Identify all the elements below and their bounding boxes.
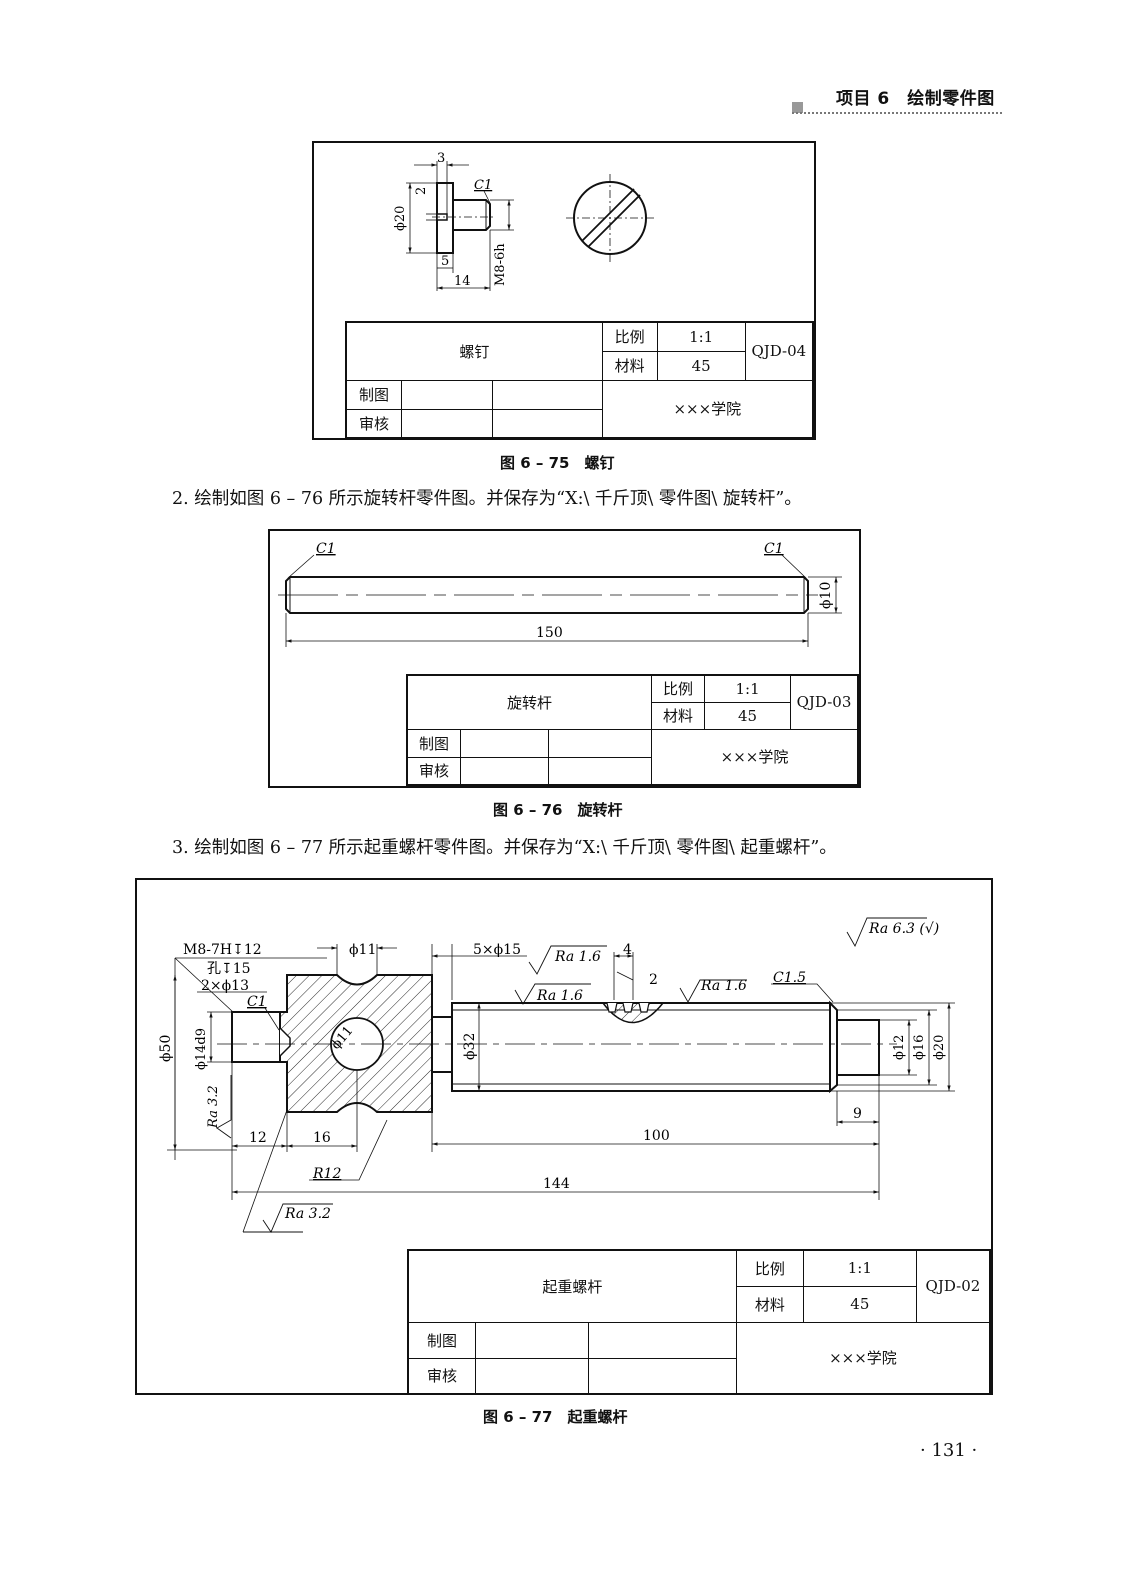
title-block-screw: 螺钉 比例 1:1 QJD-04 材料 45 制图 ×××学院 审核 xyxy=(345,321,814,439)
svg-text:R12: R12 xyxy=(312,1166,341,1182)
svg-text:Ra 1.6: Ra 1.6 xyxy=(536,988,583,1004)
title-block-lifting-screw: 起重螺杆 比例 1:1 QJD-02 材料 45 制图 ×××学院 审核 xyxy=(407,1249,991,1395)
svg-text:C1: C1 xyxy=(764,541,784,557)
dim-3: 3 xyxy=(437,151,445,166)
svg-text:ϕ11: ϕ11 xyxy=(349,942,376,958)
task-2: 2. 绘制如图 6 – 76 所示旋转杆零件图。并保存为“X:\ 千斤顶\ 零件… xyxy=(172,489,802,509)
svg-text:Ra 1.6: Ra 1.6 xyxy=(554,949,601,965)
organization: ×××学院 xyxy=(601,379,814,439)
caption-6-76: 图 6 – 76 旋转杆 xyxy=(493,801,623,819)
figure-screw: 3 ϕ20 2 C1 5 14 M8-6h 螺钉 比例 1:1 QJD- xyxy=(312,141,816,440)
svg-text:Ra 6.3 (√): Ra 6.3 (√) xyxy=(868,921,939,937)
svg-text:孔↧15: 孔↧15 xyxy=(207,961,251,977)
svg-text:ϕ20: ϕ20 xyxy=(932,1035,947,1060)
svg-text:100: 100 xyxy=(643,1128,670,1144)
svg-text:ϕ12: ϕ12 xyxy=(892,1035,907,1060)
svg-text:144: 144 xyxy=(543,1176,570,1192)
svg-text:ϕ50: ϕ50 xyxy=(158,1035,174,1062)
figure-lifting-screw: M8-7H↧12 孔↧15 2×ϕ13 C1 ϕ11 ϕ11 5×ϕ15 Ra … xyxy=(135,878,993,1395)
header-rule xyxy=(792,112,1002,114)
title-block-rod: 旋转杆 比例 1:1 QJD-03 材料 45 制图 ×××学院 审核 xyxy=(406,674,859,786)
svg-text:150: 150 xyxy=(536,625,563,641)
svg-text:Ra 1.6: Ra 1.6 xyxy=(700,978,747,994)
svg-text:Ra 3.2: Ra 3.2 xyxy=(284,1206,331,1222)
caption-6-77: 图 6 – 77 起重螺杆 xyxy=(483,1408,628,1426)
task-3: 3. 绘制如图 6 – 77 所示起重螺杆零件图。并保存为“X:\ 千斤顶\ 零… xyxy=(172,838,837,858)
svg-text:9: 9 xyxy=(853,1106,862,1122)
svg-text:5×ϕ15: 5×ϕ15 xyxy=(473,942,521,958)
figure-rotating-rod: C1 C1 ϕ10 150 旋转杆 比例 1:1 QJD-03 材料 45 制图… xyxy=(268,529,861,788)
svg-text:M8-7H↧12: M8-7H↧12 xyxy=(183,942,262,958)
svg-text:ϕ16: ϕ16 xyxy=(912,1035,927,1060)
svg-text:12: 12 xyxy=(249,1130,267,1146)
svg-text:ϕ10: ϕ10 xyxy=(818,582,834,609)
lifting-screw-drawing: M8-7H↧12 孔↧15 2×ϕ13 C1 ϕ11 ϕ11 5×ϕ15 Ra … xyxy=(158,917,955,1233)
svg-text:ϕ14d9: ϕ14d9 xyxy=(194,1028,209,1070)
running-header: 项目 6 绘制零件图 xyxy=(836,89,995,109)
part-name: 螺钉 xyxy=(345,321,603,381)
svg-text:2×ϕ13: 2×ϕ13 xyxy=(201,978,249,994)
svg-text:16: 16 xyxy=(313,1130,331,1146)
page-number: · 131 · xyxy=(920,1440,978,1461)
svg-text:2: 2 xyxy=(649,972,658,988)
drawing-code: QJD-04 xyxy=(744,321,814,381)
caption-6-75: 图 6 – 75 螺钉 xyxy=(500,454,615,472)
svg-text:4: 4 xyxy=(623,942,632,958)
dim-c1: C1 xyxy=(474,178,492,193)
dim-14: 14 xyxy=(454,274,471,289)
dim-phi20: ϕ20 xyxy=(393,206,408,231)
dim-m8: M8-6h xyxy=(493,243,508,286)
svg-text:C1: C1 xyxy=(316,541,336,557)
header-marker xyxy=(792,102,803,113)
screw-drawing: 3 ϕ20 2 C1 5 14 M8-6h xyxy=(393,151,654,291)
svg-text:C1: C1 xyxy=(247,994,267,1010)
rod-drawing: C1 C1 ϕ10 150 xyxy=(278,541,842,647)
dim-2: 2 xyxy=(414,187,429,195)
svg-text:ϕ32: ϕ32 xyxy=(462,1033,478,1060)
svg-text:C1.5: C1.5 xyxy=(773,970,806,986)
svg-text:Ra 3.2: Ra 3.2 xyxy=(206,1085,221,1129)
dim-5: 5 xyxy=(441,254,449,269)
